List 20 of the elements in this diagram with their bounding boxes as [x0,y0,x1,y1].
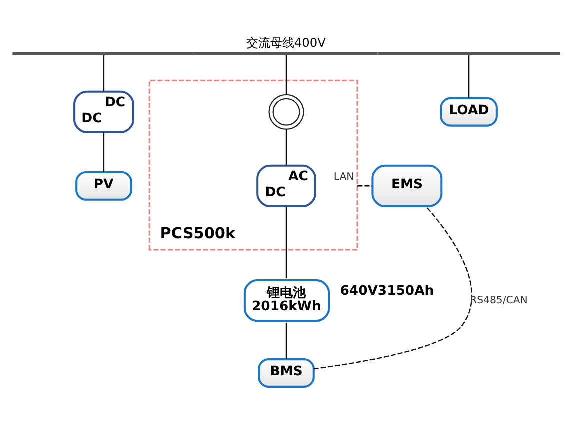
connector [314,206,472,370]
connector [286,323,288,360]
node-box: BMS [258,358,315,388]
node-box: AC DC [256,164,316,208]
connector [286,55,288,94]
connector [357,186,372,187]
connector [103,132,105,172]
node-box: DC DC [74,90,134,134]
node-label: 640V3150Ah [340,284,434,300]
connector [286,206,288,278]
node-circle [268,94,304,130]
connector [103,55,105,92]
edge-label: LAN [334,172,354,184]
node-box: EMS [372,164,443,208]
connector [468,55,470,98]
node-label: 交流母线400V [246,36,326,50]
node-box: LOAD [440,97,498,127]
edge-label: RS485/CAN [470,295,528,306]
connector [286,129,288,166]
node-box: PV [76,171,132,201]
